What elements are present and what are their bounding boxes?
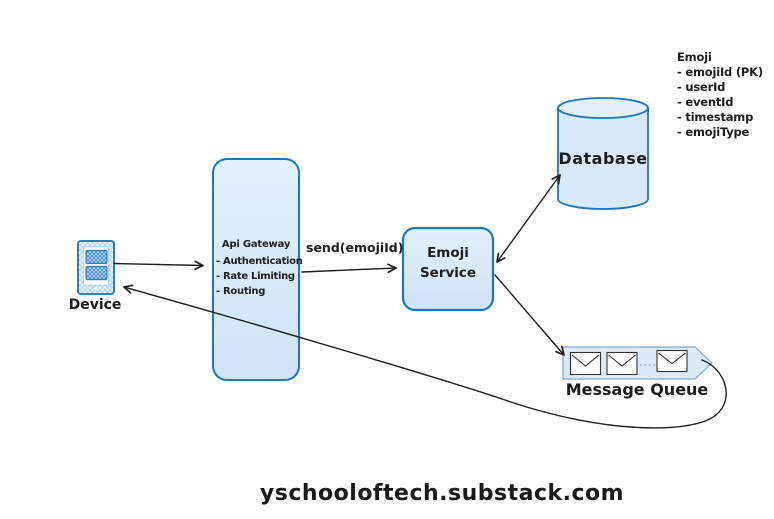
footer-caption: yschooloftech.substack.com (259, 481, 625, 506)
api-gateway-box (212, 158, 300, 381)
emoji-service-label-line1: Emoji (427, 245, 469, 261)
envelope-icon (569, 351, 602, 376)
emoji-service-box (401, 226, 495, 312)
api-gateway-title: Api Gateway (221, 239, 291, 250)
message-queue-label: Message Queue (565, 380, 709, 399)
envelope-icon (606, 351, 638, 376)
api-gateway-feature-list: - Authentication - Rate Limiting - Routi… (216, 254, 303, 299)
database-cylinder-icon (557, 97, 649, 210)
message-queue-banner (562, 346, 713, 380)
emoji-entity-title: Emoji (677, 50, 712, 64)
emoji-service-label: Emoji Service (403, 243, 493, 283)
emoji-entity-field: - eventId (677, 95, 734, 109)
emoji-entity-field: - emojiId (PK) (677, 65, 763, 79)
smartphone-icon (77, 240, 115, 295)
emoji-entity-field: - timestamp (677, 110, 754, 124)
api-gateway-feature: - Authentication (216, 256, 303, 267)
arrow-service-database-bidirectional (496, 174, 561, 263)
emoji-entity-definition: Emoji - emojiId (PK) - userId - eventId … (677, 50, 763, 140)
database-label: Database (558, 149, 648, 168)
emoji-service-label-line2: Service (419, 265, 477, 281)
api-gateway-feature: - Rate Limiting (216, 271, 295, 282)
envelope-icon (656, 349, 688, 373)
emoji-entity-field: - userId (677, 80, 726, 94)
api-gateway-feature: - Routing (216, 286, 266, 297)
send-arrow-label: send(emojiId) (306, 240, 404, 255)
arrow-device-to-gateway (113, 260, 204, 271)
device-label: Device (68, 297, 122, 313)
arrow-queue-to-device (123, 284, 727, 429)
emoji-entity-field: - emojiType (677, 125, 750, 139)
arrow-service-to-queue (494, 274, 565, 356)
arrow-gateway-to-service (301, 263, 397, 274)
arrows-layer (113, 174, 727, 429)
